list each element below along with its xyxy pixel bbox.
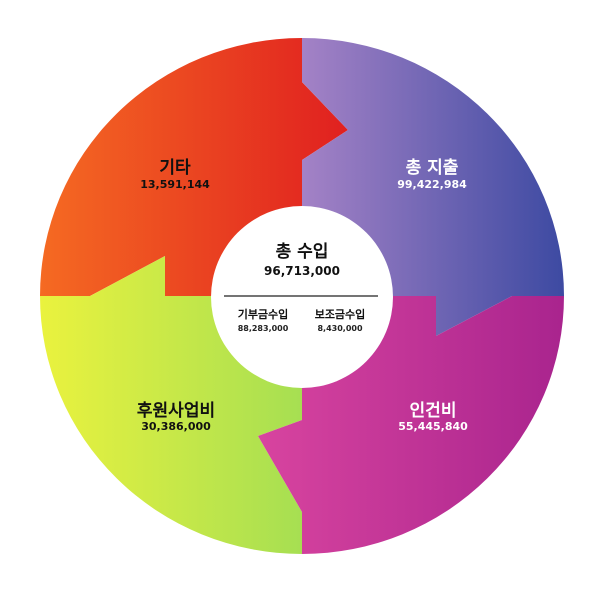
etc-value: 13,591,144	[140, 178, 210, 191]
expense-value: 99,422,984	[397, 178, 467, 191]
sponsor-value: 30,386,000	[141, 420, 211, 433]
subsidy-income-label: 보조금수입	[314, 308, 366, 321]
sponsor-label: 후원사업비	[136, 401, 216, 421]
donation-income-label: 기부금수입	[237, 308, 289, 321]
donation-income-value: 88,283,000	[237, 324, 289, 333]
personnel-value: 55,445,840	[398, 420, 468, 433]
personnel-label: 인건비	[409, 401, 457, 421]
etc-label: 기타	[159, 158, 191, 178]
center-title: 총 수입	[275, 242, 329, 262]
expense-label: 총 지출	[405, 158, 459, 178]
center-total: 96,713,000	[264, 264, 340, 278]
subsidy-income-value: 8,430,000	[317, 324, 363, 333]
center-circle	[211, 206, 393, 388]
